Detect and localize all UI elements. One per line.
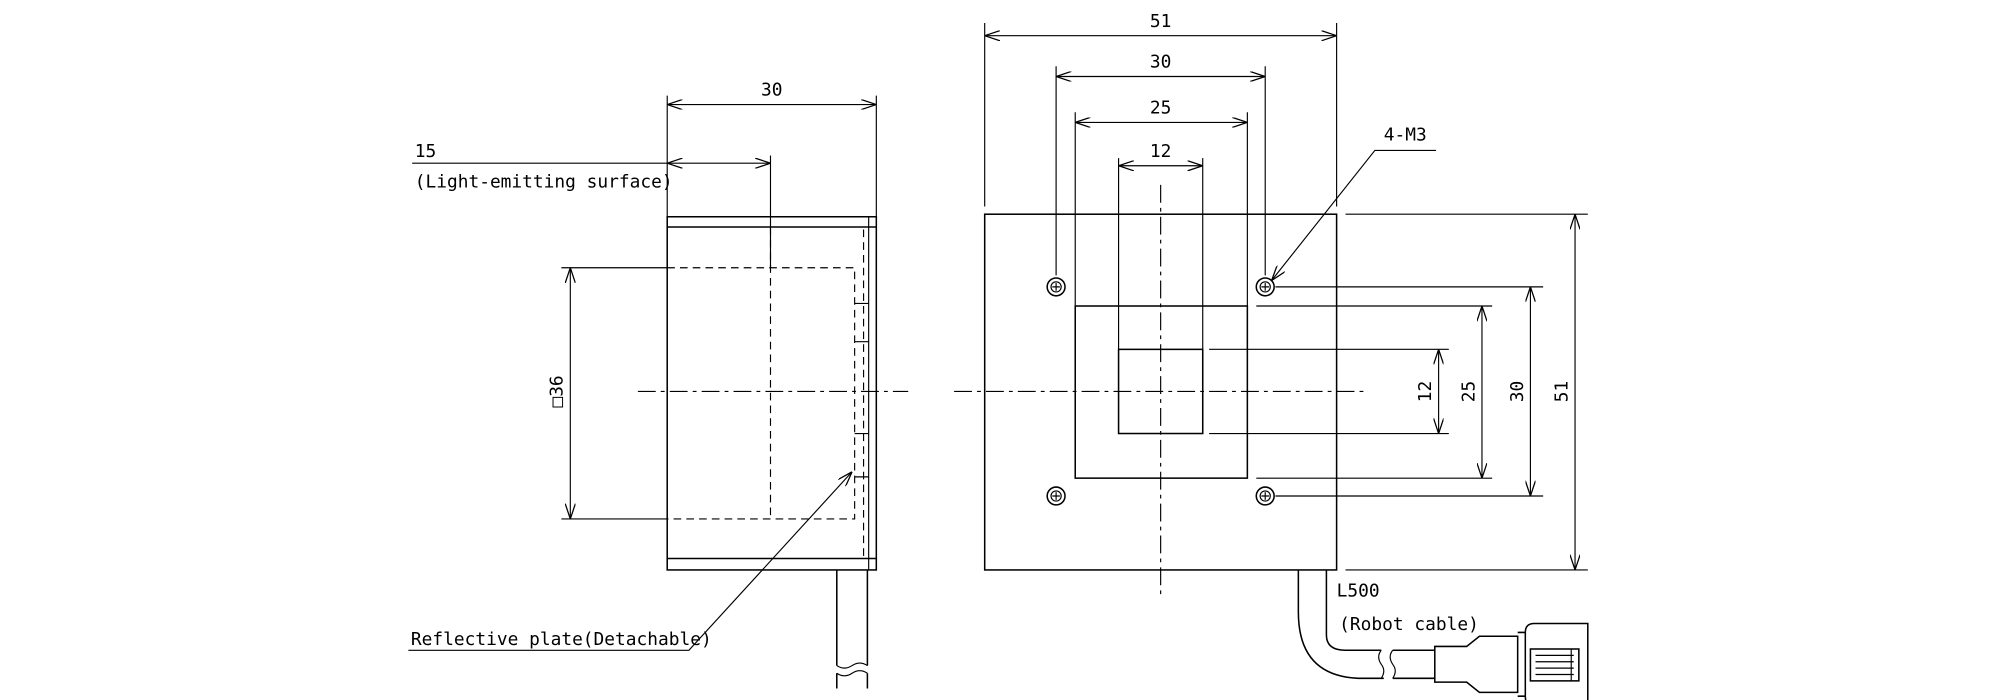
emitting-surface-label: (Light-emitting surface): [415, 171, 673, 192]
robot-cable: [1297, 569, 1589, 700]
reflective-plate-label: Reflective plate(Detachable): [411, 629, 712, 650]
holes-label: 4-M3: [1384, 124, 1427, 145]
dim-emitting-label: 15: [415, 141, 437, 162]
dim-right-51: 51: [1551, 381, 1572, 402]
dim-top-51: 51: [1150, 11, 1171, 32]
emitting-area-25: [1074, 305, 1249, 479]
dim-width-label: 30: [761, 80, 782, 101]
dim-top-12: 12: [1150, 141, 1171, 162]
dim-right-30: 30: [1507, 381, 1528, 402]
side-cable: [836, 569, 869, 666]
dim-right-25: 25: [1458, 381, 1479, 402]
cable-length-label: L500: [1337, 581, 1380, 602]
side-body: [666, 215, 878, 571]
dim-top-25: 25: [1150, 97, 1171, 118]
mounting-holes: [1046, 277, 1275, 506]
dim-square-label: □36: [547, 375, 568, 407]
front-view: 51 30 25 12 12 25 30 51 4-M3 L500 (Robot…: [954, 11, 1589, 700]
dim-right-12: 12: [1415, 381, 1436, 402]
dim-top-30: 30: [1150, 52, 1171, 73]
cable-type-label: (Robot cable): [1339, 614, 1479, 635]
side-view: 30 15 (Light-emitting surface) □36 Refle…: [408, 80, 909, 689]
